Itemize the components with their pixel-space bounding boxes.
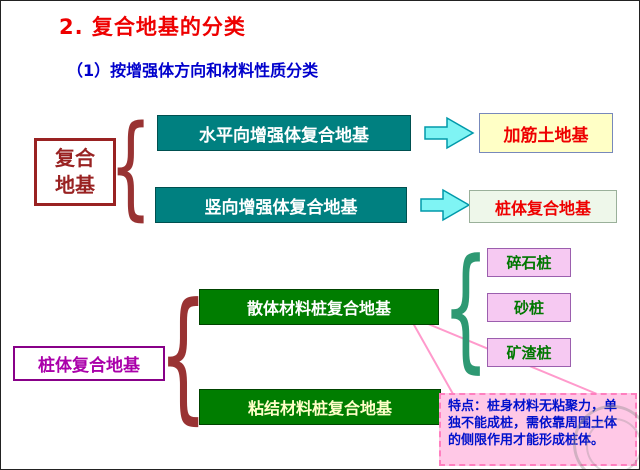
branch-bonded-material-pile: 粘结材料桩复合地基 <box>199 389 441 425</box>
root-label-line1: 复合 <box>55 146 95 170</box>
brace-glyph: { <box>442 230 490 386</box>
branch-scattered-material-pile: 散体材料桩复合地基 <box>199 289 439 325</box>
brace-pile-types-group: { <box>443 241 490 375</box>
brace-main-group: { <box>109 102 153 232</box>
pile-type-gravel: 碎石桩 <box>487 248 571 277</box>
callout-line <box>408 315 454 395</box>
pile-composite-group-label: 桩体复合地基 <box>13 346 165 381</box>
result-reinforced-soil-foundation: 加筋土地基 <box>479 113 613 153</box>
page-title: 2. 复合地基的分类 <box>59 15 246 39</box>
brace-glyph: { <box>109 102 153 232</box>
arrow-right-icon <box>424 116 475 150</box>
brace-pile-group: { <box>158 285 208 427</box>
branch-horizontal-reinforcement: 水平向增强体复合地基 <box>157 115 411 151</box>
result-pile-composite-foundation: 桩体复合地基 <box>469 190 617 223</box>
pile-type-slag: 矿渣桩 <box>487 338 571 367</box>
pile-type-sand: 砂桩 <box>487 293 571 322</box>
section-subtitle: （1）按增强体方向和材料性质分类 <box>67 61 319 80</box>
watermark-stamp <box>573 405 639 469</box>
watermark-inner-circle <box>586 418 639 469</box>
arrow-right-icon <box>420 188 471 222</box>
branch-vertical-reinforcement: 竖向增强体复合地基 <box>155 187 407 223</box>
root-box-composite-foundation: 复合 地基 <box>34 138 116 206</box>
root-label-line2: 地基 <box>55 173 95 197</box>
